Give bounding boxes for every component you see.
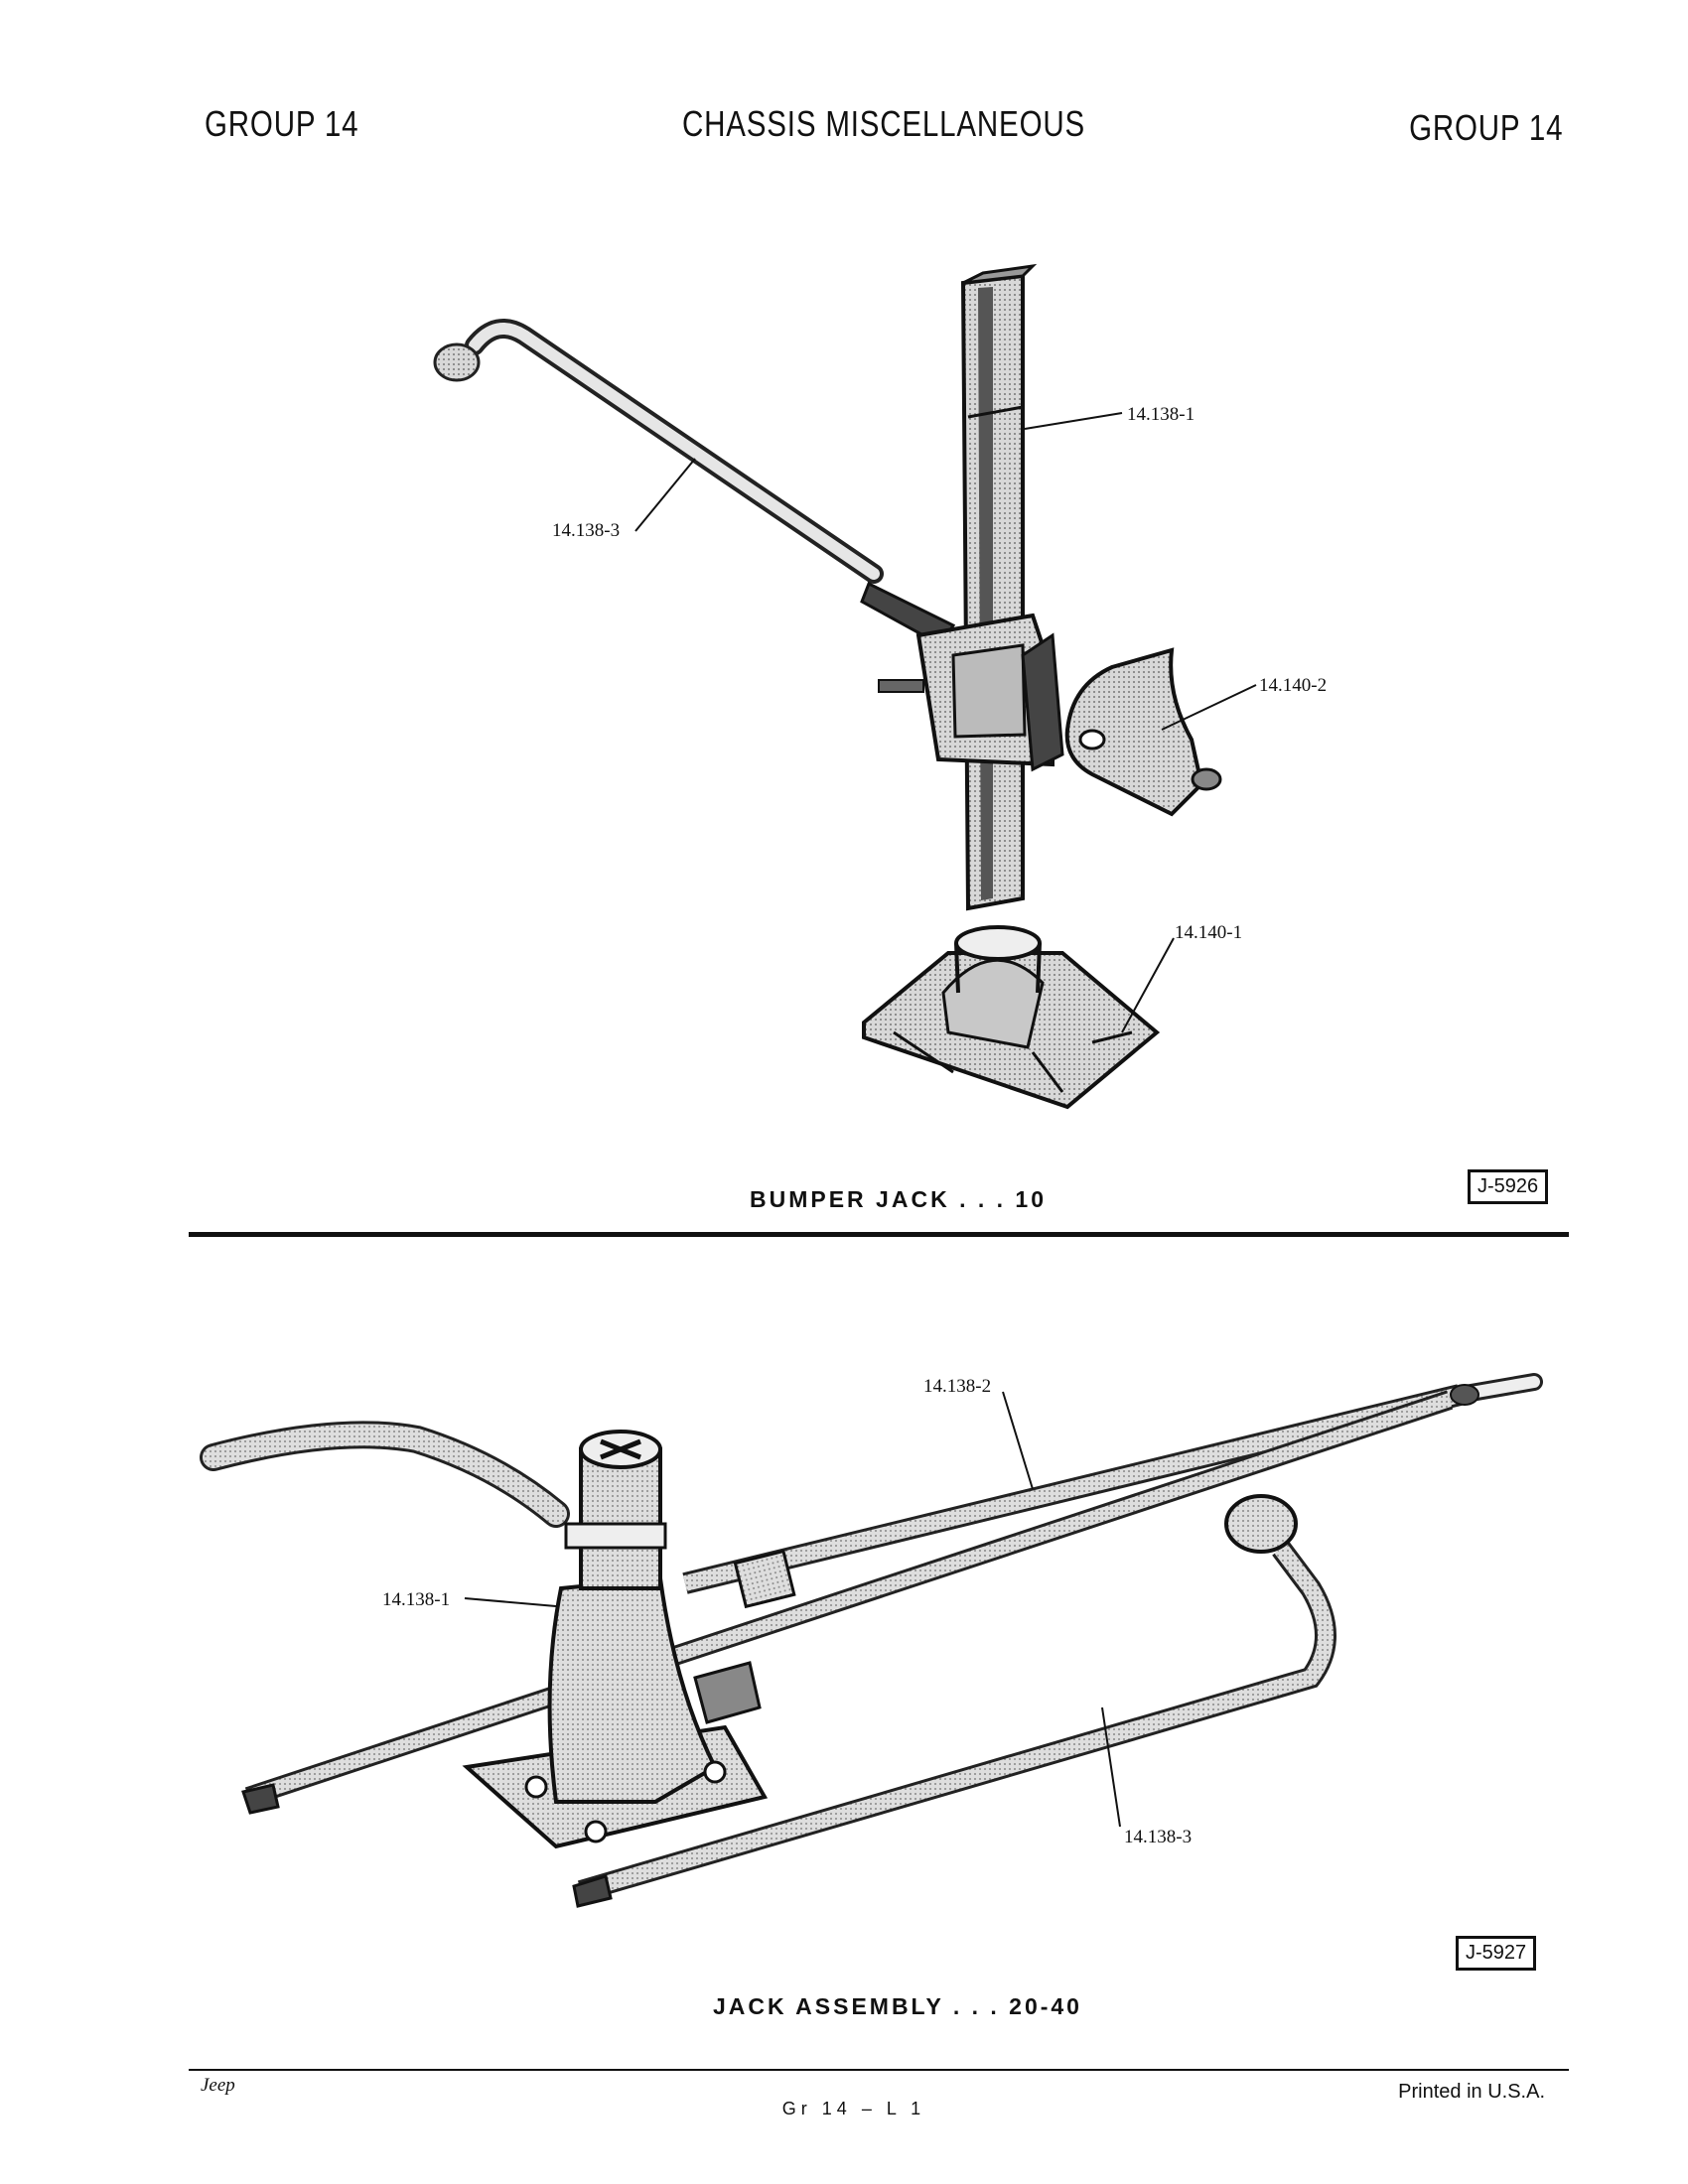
figure1-caption: BUMPER JACK . . . 10: [750, 1186, 1047, 1212]
leader-line: [634, 458, 696, 532]
leader-line: [1101, 1706, 1121, 1828]
jack-base-drawing: [862, 925, 1161, 1110]
part-label-bumper-hook: 14.140-2: [1259, 675, 1327, 696]
jack-handle-drawing: [433, 319, 956, 648]
footer-page-number: Gr 14 – L 1: [781, 2099, 926, 2118]
part-label-base: 14.140-1: [1175, 922, 1242, 943]
header-group-right: GROUP 14: [1408, 107, 1563, 148]
figure1-ref: J-5926: [1468, 1169, 1549, 1204]
part-label-rod: 14.138-2: [923, 1376, 991, 1397]
footer-divider: [189, 2069, 1569, 2071]
bumper-hook-drawing: [1064, 647, 1222, 817]
leader-line: [464, 1597, 557, 1607]
footer-brand: Jeep: [201, 2075, 235, 2096]
leader-line: [1024, 412, 1123, 430]
figure2-caption: JACK ASSEMBLY . . . 20-40: [713, 1993, 1082, 2019]
extension-rod-drawing: [200, 1373, 1543, 1609]
part-label-jack: 14.138-1: [382, 1589, 450, 1610]
page-title: CHASSIS MISCELLANEOUS: [681, 103, 1086, 144]
header-group-left: GROUP 14: [205, 103, 359, 144]
footer-printed: Printed in U.S.A.: [1398, 2081, 1545, 2103]
leader-line: [1161, 684, 1257, 731]
jack-screw-rod-drawing: [241, 1390, 1454, 1815]
section-divider: [189, 1232, 1569, 1237]
jack-mechanism-drawing: [878, 613, 1064, 772]
figure2-ref: J-5927: [1456, 1936, 1537, 1971]
crank-handle-drawing: [572, 1494, 1336, 1908]
part-label-crank-handle: 14.138-3: [1124, 1827, 1192, 1847]
part-label-rack: 14.138-1: [1127, 404, 1195, 425]
leader-line: [1121, 937, 1175, 1033]
bumper-jack-illustration: 14.138-1 14.138-3 14.140-2 14.140-1: [433, 263, 1327, 1110]
leader-line: [1002, 1391, 1034, 1490]
jack-assembly-illustration: 14.138-2 14.138-1 14.138-3: [200, 1373, 1543, 1908]
part-label-handle: 14.138-3: [552, 520, 620, 541]
bottle-jack-drawing: [462, 1430, 769, 1849]
